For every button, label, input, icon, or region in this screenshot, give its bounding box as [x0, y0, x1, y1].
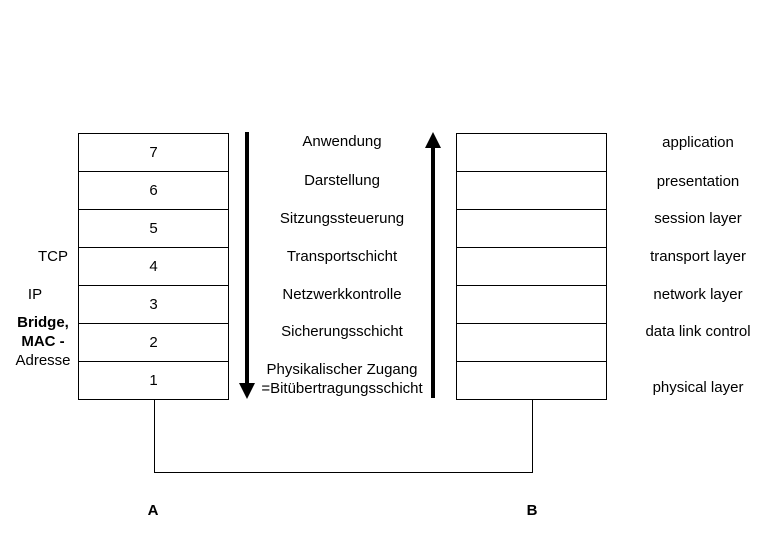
layer-name-de-1: Physikalischer Zugang =Bitübertragungssc…	[261, 361, 423, 397]
layer-name-de-7: Anwendung	[302, 133, 382, 150]
up-arrow-head-icon	[425, 132, 441, 148]
layer-box-empty-1	[457, 362, 606, 399]
layer-name-de-2: Sicherungsschicht	[281, 323, 403, 340]
down-arrow-icon	[245, 132, 249, 385]
connector-line-horizontal	[154, 472, 533, 473]
connector-line-left	[154, 399, 155, 473]
layer-number: 2	[149, 334, 158, 351]
endpoint-label-a: A	[147, 502, 159, 519]
layer-box-empty-6	[457, 172, 606, 210]
layer-name-en-2: data link control	[645, 323, 751, 340]
layer-name-de-3: Netzwerkkontrolle	[282, 286, 402, 303]
layer-number: 3	[149, 296, 158, 313]
layer-number: 4	[149, 258, 158, 275]
layer-name-de-4: Transportschicht	[286, 248, 398, 265]
up-arrow-icon	[431, 146, 435, 398]
layer-stack-b	[456, 133, 607, 400]
layer-name-en-7: application	[662, 134, 734, 151]
layer-name-en-4: transport layer	[650, 248, 746, 265]
adresse-label: Adresse	[15, 352, 71, 369]
down-arrow-head-icon	[239, 383, 255, 399]
layer-box-2: 2	[79, 324, 228, 362]
protocol-label-bridge-mac: Bridge, MAC - Adresse	[6, 313, 80, 370]
layer-stack-a: 7 6 5 4 3 2 1	[78, 133, 229, 400]
layer-box-5: 5	[79, 210, 228, 248]
layer-box-empty-4	[457, 248, 606, 286]
protocol-label-ip: IP	[27, 286, 43, 303]
layer-box-empty-5	[457, 210, 606, 248]
layer-box-empty-3	[457, 286, 606, 324]
layer-number: 1	[149, 372, 158, 389]
mac-label: MAC -	[21, 333, 65, 350]
layer-name-de-5: Sitzungssteuerung	[279, 210, 405, 227]
layer-number: 6	[149, 182, 158, 199]
layer-box-6: 6	[79, 172, 228, 210]
bridge-label: Bridge,	[17, 314, 69, 331]
layer-box-empty-2	[457, 324, 606, 362]
endpoint-label-b: B	[526, 502, 538, 519]
layer-name-de-6: Darstellung	[304, 172, 380, 189]
layer-box-4: 4	[79, 248, 228, 286]
protocol-label-tcp: TCP	[38, 248, 68, 265]
layer-number: 7	[149, 144, 158, 161]
layer-box-3: 3	[79, 286, 228, 324]
layer-name-en-1: physical layer	[652, 379, 744, 396]
layer-name-en-6: presentation	[656, 173, 740, 190]
connector-line-right	[532, 399, 533, 473]
layer-box-empty-7	[457, 134, 606, 172]
layer-number: 5	[149, 220, 158, 237]
layer-name-en-3: network layer	[653, 286, 743, 303]
layer-box-1: 1	[79, 362, 228, 399]
layer-box-7: 7	[79, 134, 228, 172]
layer-name-en-5: session layer	[654, 210, 742, 227]
